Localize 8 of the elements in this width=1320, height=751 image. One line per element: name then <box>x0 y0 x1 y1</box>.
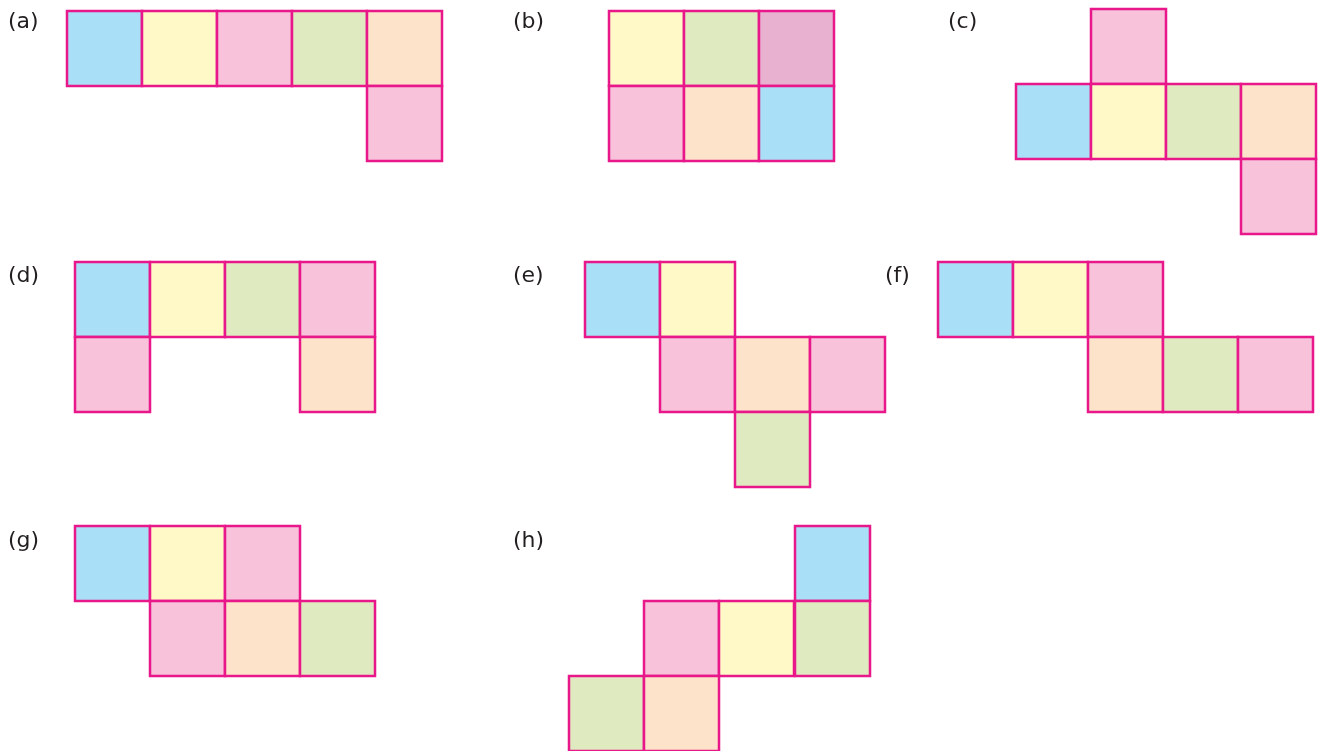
figure-label: (e) <box>513 262 544 288</box>
figure-label: (c) <box>948 8 978 34</box>
figure-label: (f) <box>885 262 910 288</box>
figure-label: (d) <box>8 262 40 288</box>
figure-label: (a) <box>8 8 39 34</box>
figure-label: (h) <box>513 527 545 553</box>
figure-label: (g) <box>8 527 40 553</box>
figure-label: (b) <box>513 8 545 34</box>
